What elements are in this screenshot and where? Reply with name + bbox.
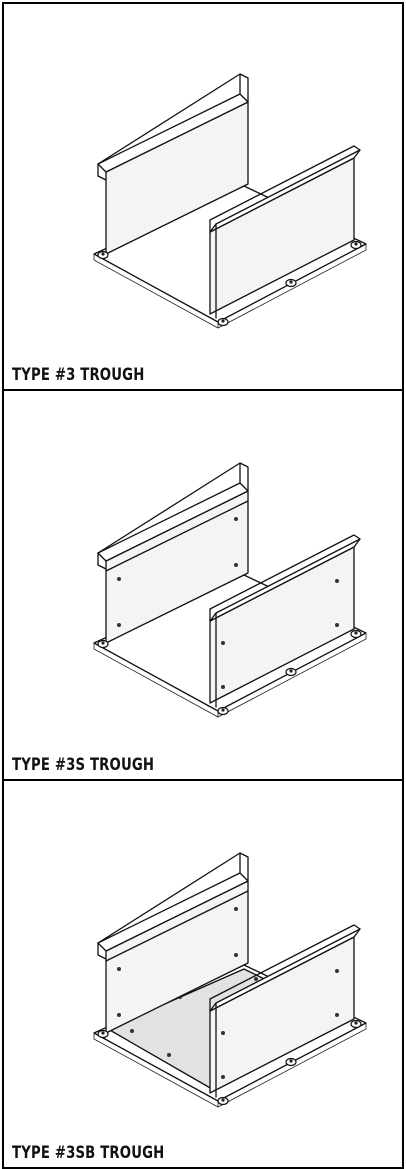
type-3s-trough-drawing bbox=[93, 462, 367, 718]
bolt-icon bbox=[350, 1019, 362, 1029]
bolt-icon bbox=[217, 706, 229, 716]
bolt-icon bbox=[97, 250, 109, 260]
type-3-trough-drawing bbox=[93, 73, 367, 329]
left-side-plate-edge bbox=[105, 500, 249, 572]
bolt-icon bbox=[217, 317, 229, 327]
bolt-icon bbox=[97, 639, 109, 649]
left-side-plate-edge bbox=[105, 890, 249, 962]
type-3sb-trough-drawing bbox=[93, 852, 367, 1108]
panel-type-3sb: TYPE #3SB TROUGH bbox=[4, 783, 402, 1167]
panel-caption: TYPE #3 TROUGH bbox=[12, 365, 145, 385]
panel-caption: TYPE #3SB TROUGH bbox=[12, 1143, 165, 1163]
panel-caption: TYPE #3S TROUGH bbox=[12, 755, 155, 775]
bolt-icon bbox=[285, 667, 297, 677]
bolt-icon bbox=[217, 1096, 229, 1106]
panel-type-3s: TYPE #3S TROUGH bbox=[4, 393, 402, 781]
panel-type-3: TYPE #3 TROUGH bbox=[4, 4, 402, 391]
bolt-icon bbox=[350, 629, 362, 639]
bolt-icon bbox=[350, 240, 362, 250]
bolt-icon bbox=[97, 1029, 109, 1039]
bolt-icon bbox=[285, 1057, 297, 1067]
bolt-icon bbox=[285, 278, 297, 288]
